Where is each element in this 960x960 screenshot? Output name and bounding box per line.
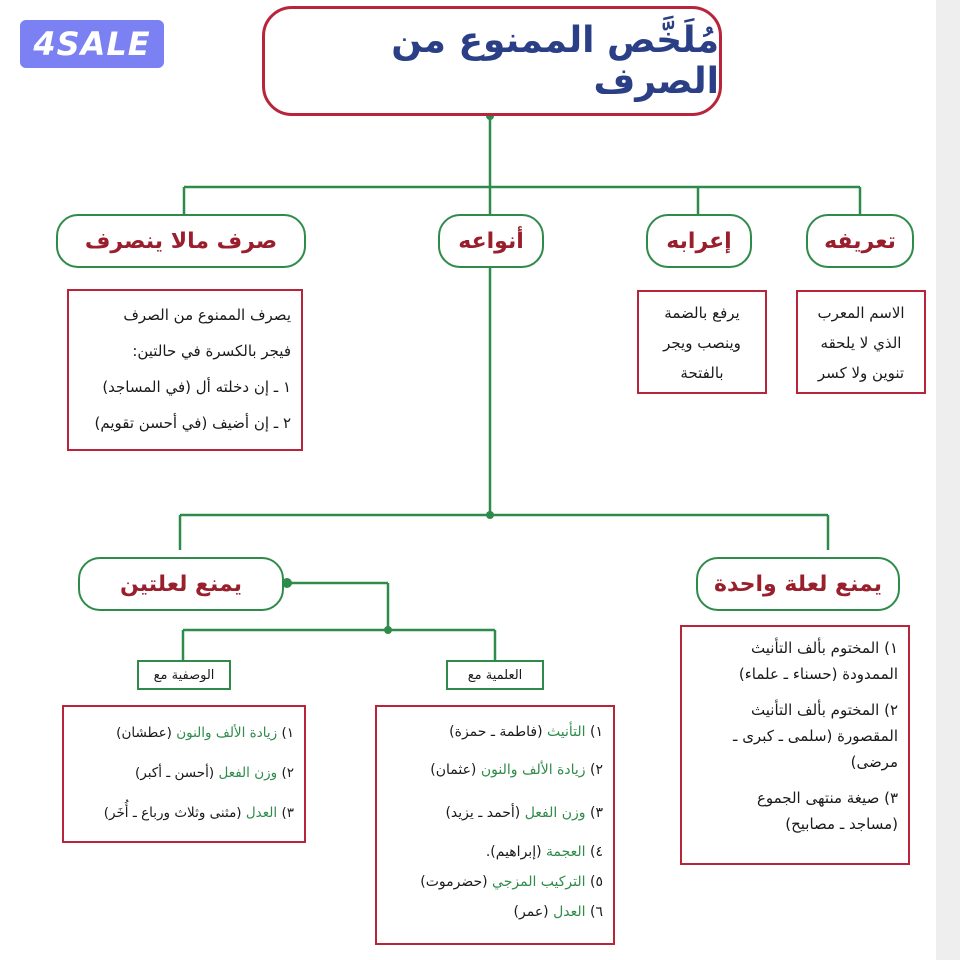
node-two-causes: يمنع لعلتين [78,557,284,611]
item-example: (عثمان) [430,762,477,778]
box-adjective: ١) زيادة الألف والنون (عطشان) ٢) وزن الف… [62,705,306,843]
item-name: العجمة [546,844,586,860]
node-declension: إعرابه [646,214,752,268]
item-line: ١) المختوم بألف التأنيث [751,639,898,657]
item-line: المقصورة (سلمى ـ كبرى ـ [733,727,898,745]
item-number: ١) [281,725,294,741]
list-item: ٢) المختوم بألف التأنيث المقصورة (سلمى ـ… [692,697,898,775]
item-name: العدل [245,805,278,821]
item-number: ٢) [590,762,603,778]
list-item: ١) زيادة الألف والنون (عطشان) [74,713,294,753]
box-one-cause: ١) المختوم بألف التأنيث الممدودة (حسناء … [680,625,910,865]
item-name: وزن الفعل [218,765,278,781]
box-line: الذي لا يلحقه [820,334,902,352]
background-strip [936,0,960,960]
item-example: (حضرموت) [420,874,488,890]
item-line: ٢) المختوم بألف التأنيث [751,701,898,719]
box-proper-noun: ١) التأنيث (فاطمة ـ حمزة) ٢) زيادة الألف… [375,705,615,945]
node-converting: صرف مالا ينصرف [56,214,306,268]
item-example: (عطشان) [116,725,172,741]
item-example: (أحمد ـ يزيد) [445,805,521,821]
list-item: ٣) صيغة منتهى الجموع (مساجد ـ مصابيح) [692,785,898,837]
diagram-title: مُلَخَّص الممنوع من الصرف [262,6,722,116]
item-example: (إبراهيم). [485,844,542,860]
tag-adjective: الوصفية مع [137,660,231,690]
list-item: ٤) العجمة (إبراهيم). [387,837,603,867]
box-line: تنوين ولا كسر [817,364,905,382]
item-line: ٣) صيغة منتهى الجموع [756,789,898,807]
list-item: ٦) العدل (عمر) [387,897,603,927]
node-definition: تعريفه [806,214,914,268]
box-converting: يصرف الممنوع من الصرف فيجر بالكسرة في حا… [67,289,303,451]
list-item: ٣) وزن الفعل (أحمد ـ يزيد) [387,789,603,837]
item-number: ١) [590,724,603,740]
item-line: (مساجد ـ مصابيح) [785,815,898,833]
list-item: ٥) التركيب المزجي (حضرموت) [387,867,603,897]
item-name: التركيب المزجي [492,874,586,890]
box-declension: يرفع بالضمة وينصب ويجر بالفتحة [637,290,767,394]
item-example: (فاطمة ـ حمزة) [449,724,543,740]
box-line: الاسم المعرب [817,304,905,322]
box-line: فيجر بالكسرة في حالتين: [132,342,291,360]
item-name: العدل [553,904,586,920]
item-number: ٢) [281,765,294,781]
item-number: ٦) [590,904,603,920]
tag-proper-noun: العلمية مع [446,660,544,690]
item-example: (مثنى وثلاث ورباع ـ أُخَر) [103,805,242,821]
box-line: يصرف الممنوع من الصرف [123,306,291,324]
item-number: ٥) [590,874,603,890]
item-number: ٣) [281,805,294,821]
list-item: ٣) العدل (مثنى وثلاث ورباع ـ أُخَر) [74,793,294,833]
item-name: التأنيث [547,724,586,740]
box-line: ١ ـ إن دخلته أل (في المساجد) [102,378,291,396]
item-example: (أحسن ـ أكبر) [134,765,215,781]
list-item: ١) التأنيث (فاطمة ـ حمزة) [387,713,603,751]
item-example: (عمر) [513,904,549,920]
box-line: بالفتحة [680,364,724,382]
box-line: وينصب ويجر [663,334,741,352]
box-line: يرفع بالضمة [664,304,740,322]
list-item: ١) المختوم بألف التأنيث الممدودة (حسناء … [692,635,898,687]
box-line: ٢ ـ إن أضيف (في أحسن تقويم) [94,414,292,432]
item-name: زيادة الألف والنون [480,762,586,778]
item-number: ٤) [590,844,603,860]
brand-logo: 4SALE [20,20,164,68]
item-name: زيادة الألف والنون [176,725,278,741]
node-one-cause: يمنع لعلة واحدة [696,557,900,611]
item-line: مرضى) [850,753,898,771]
list-item: ٢) زيادة الألف والنون (عثمان) [387,751,603,789]
item-line: الممدودة (حسناء ـ علماء) [738,665,898,683]
item-number: ٣) [590,805,603,821]
list-item: ٢) وزن الفعل (أحسن ـ أكبر) [74,753,294,793]
box-definition: الاسم المعرب الذي لا يلحقه تنوين ولا كسر [796,290,926,394]
item-name: وزن الفعل [524,805,586,821]
node-types: أنواعه [438,214,544,268]
